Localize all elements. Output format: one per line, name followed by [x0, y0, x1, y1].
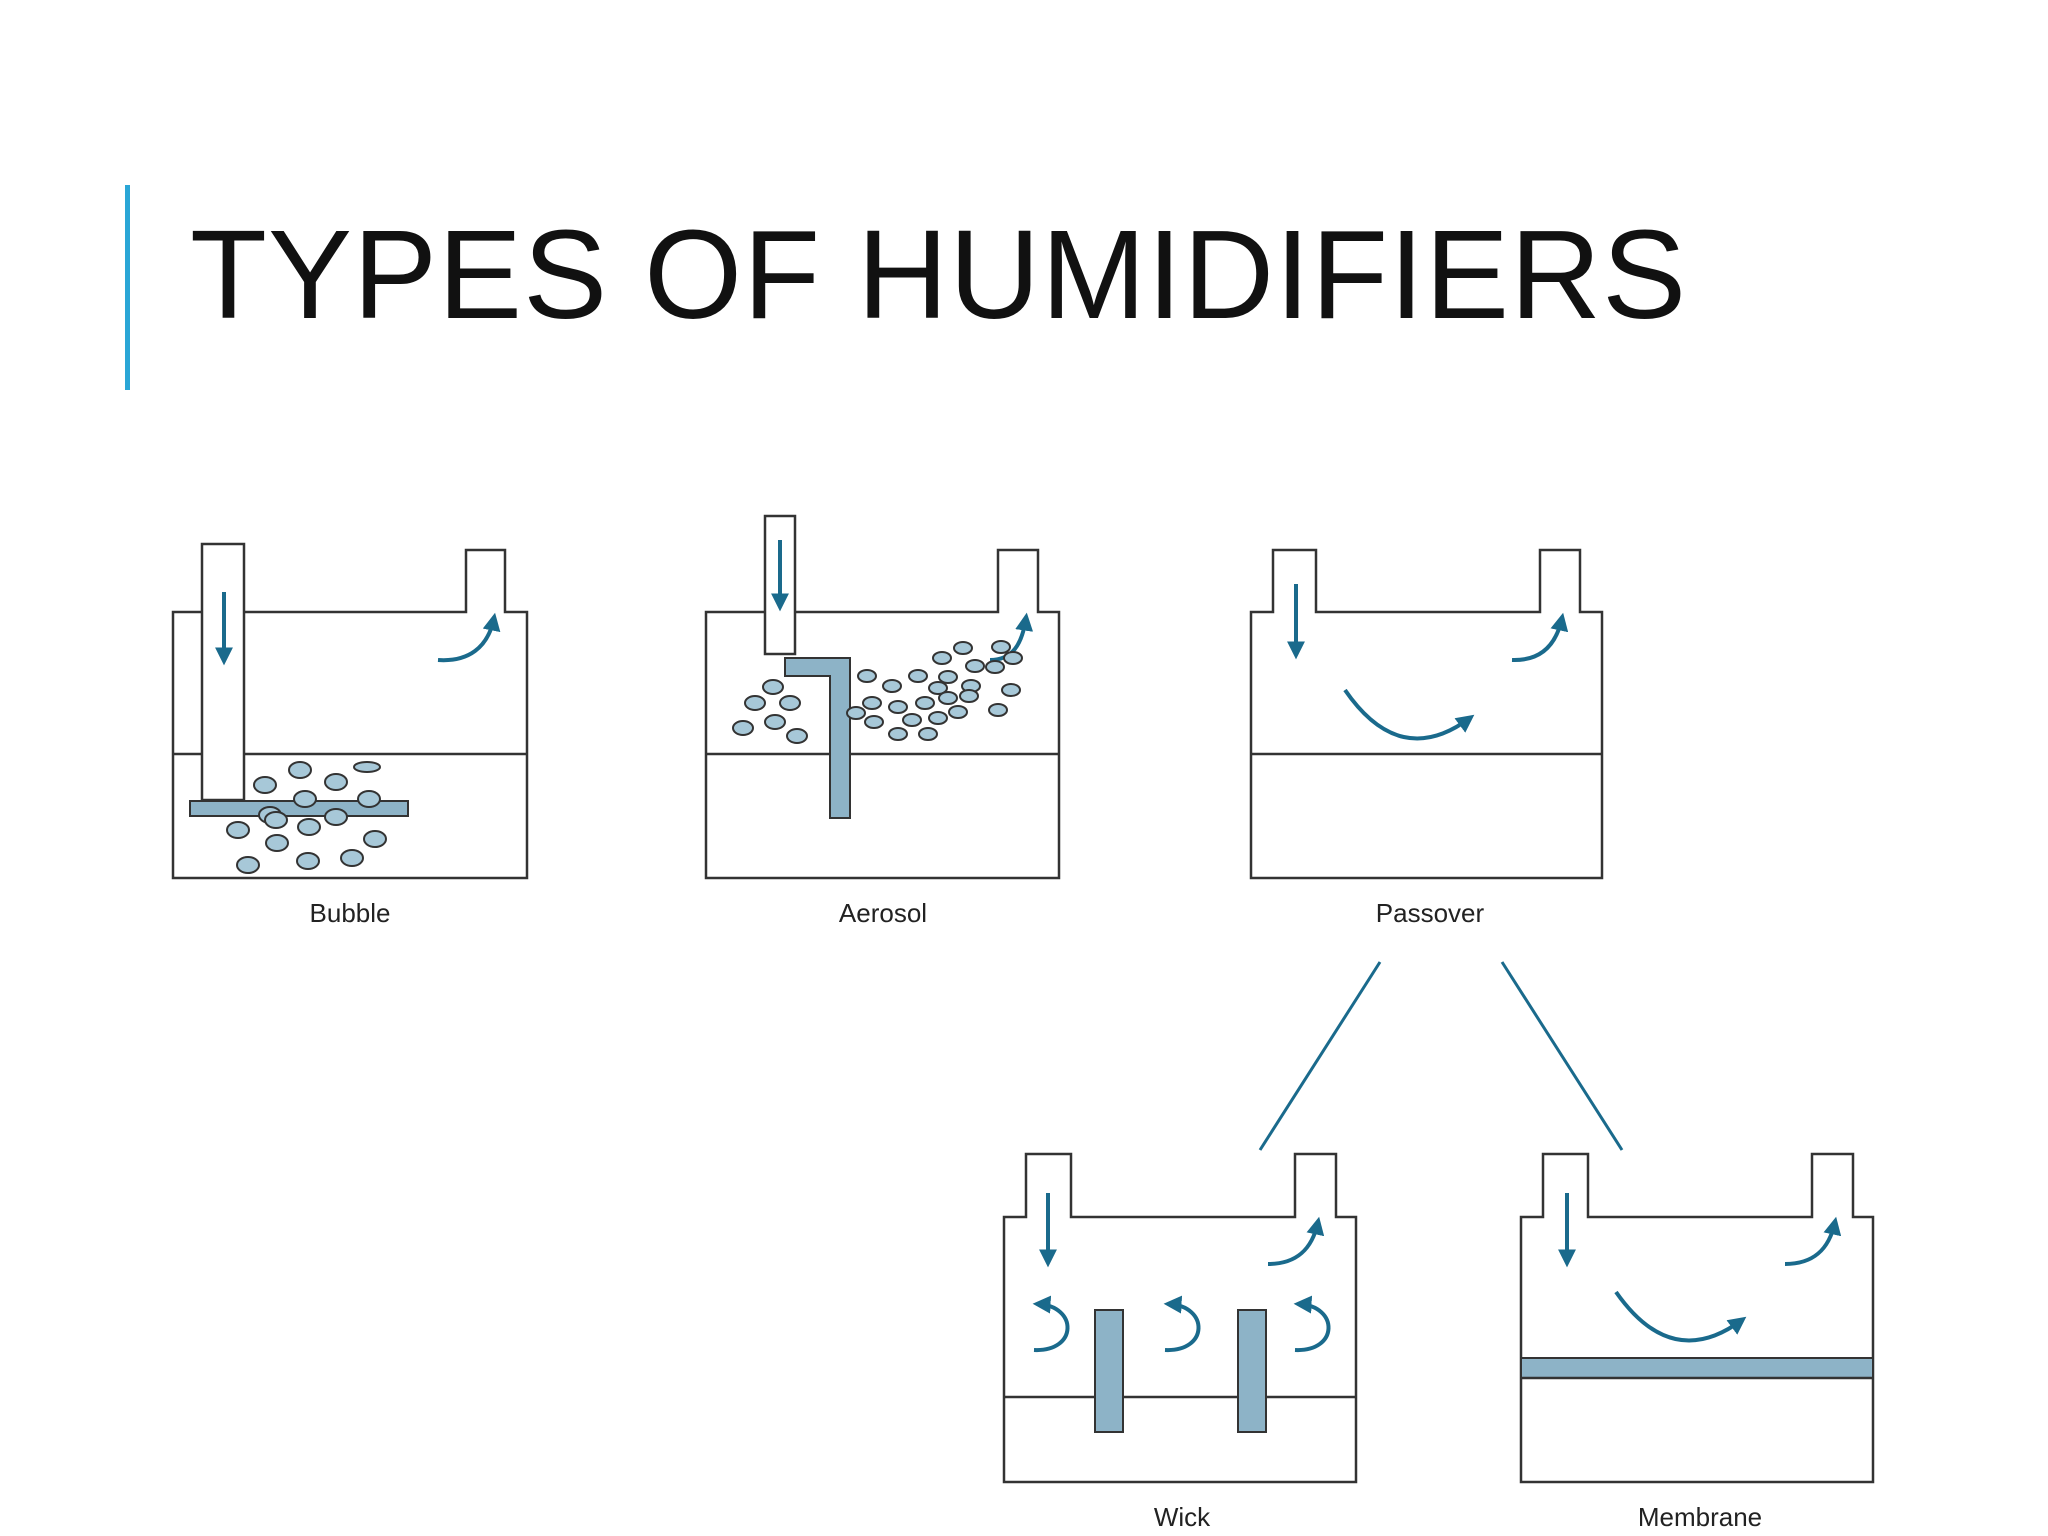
- aerosol-humidifier: [704, 514, 1061, 880]
- passover-chamber: [1249, 548, 1604, 880]
- caption-bubble: Bubble: [310, 898, 391, 928]
- caption-aerosol: Aerosol: [839, 898, 927, 928]
- wick-curl-arrow-2: [1163, 1295, 1201, 1353]
- wick-curl-arrow-3: [1293, 1295, 1331, 1353]
- wick-curl-arrow-1: [1032, 1295, 1070, 1353]
- passover-humidifier: [1249, 548, 1604, 880]
- caption-passover: Passover: [1376, 898, 1485, 928]
- aerosol-droplets: [732, 640, 1023, 744]
- aerosol-chamber: [704, 548, 1061, 880]
- wick-outflow-arrow: [1267, 1216, 1325, 1266]
- caption-wick: Wick: [1154, 1502, 1211, 1532]
- title-accent-bar: [125, 185, 130, 390]
- bubble-humidifier: [171, 542, 529, 880]
- wick-chamber: [1002, 1152, 1358, 1484]
- slide-title: TYPES OF HUMIDIFIERS: [190, 204, 1688, 345]
- bubble-inlet-tube: [200, 542, 246, 802]
- membrane-layer: [1520, 1357, 1874, 1379]
- membrane-humidifier: [1519, 1152, 1875, 1484]
- passover-outflow-arrow: [1511, 612, 1569, 663]
- bubble-outflow-arrow: [437, 612, 501, 663]
- caption-membrane: Membrane: [1638, 1502, 1762, 1532]
- wick-element-right: [1237, 1309, 1267, 1433]
- aerosol-outflow-arrow: [989, 612, 1034, 662]
- passover-flow-arrow: [1343, 688, 1475, 741]
- wick-humidifier: [1002, 1152, 1358, 1484]
- connector-to-wick: [1258, 961, 1382, 1151]
- membrane-flow-arrow: [1614, 1290, 1747, 1343]
- bubble-chamber: [171, 548, 529, 880]
- membrane-outflow-arrow: [1784, 1216, 1842, 1266]
- bubble-bubbles: [226, 761, 387, 874]
- aerosol-baffle: [784, 657, 851, 819]
- connector-to-membrane: [1500, 961, 1624, 1151]
- wick-element-left: [1094, 1309, 1124, 1433]
- membrane-chamber: [1519, 1152, 1875, 1484]
